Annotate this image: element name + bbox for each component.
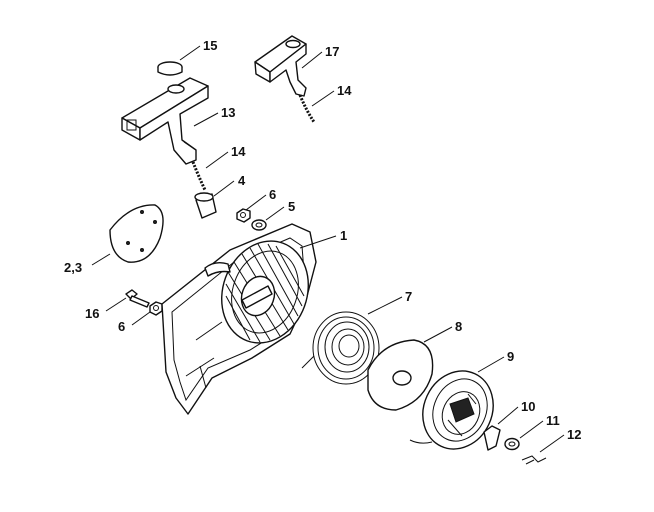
callout-9: 9 bbox=[507, 349, 514, 364]
part-7-rewind-spring bbox=[301, 311, 380, 385]
part-1-fan-housing bbox=[161, 223, 317, 415]
callout-6-upper: 6 bbox=[269, 187, 276, 202]
part-5-washer bbox=[251, 219, 267, 231]
callout-4: 4 bbox=[238, 173, 246, 188]
leader-lines bbox=[91, 45, 565, 453]
callout-12: 12 bbox=[567, 427, 581, 442]
part-13-starter-grip bbox=[121, 77, 209, 165]
callout-15: 15 bbox=[203, 38, 217, 53]
part-17-elastostart-grip bbox=[254, 35, 307, 97]
part-6-nut-lower bbox=[149, 301, 163, 316]
starter-rope-upper bbox=[298, 94, 316, 123]
part-2-3-cover-disc bbox=[109, 204, 164, 263]
starter-rope-lower bbox=[191, 161, 207, 191]
callout-6-lower: 6 bbox=[118, 319, 125, 334]
part-10-pawl bbox=[483, 425, 501, 451]
callout-13: 13 bbox=[221, 105, 235, 120]
part-16-screw bbox=[125, 289, 150, 308]
callout-7: 7 bbox=[405, 289, 412, 304]
part-9-rope-rotor bbox=[409, 370, 494, 450]
part-4-rope-guide bbox=[194, 192, 217, 219]
callout-17: 17 bbox=[325, 44, 339, 59]
part-11-washer bbox=[504, 437, 520, 451]
callout-14-lower: 14 bbox=[231, 144, 246, 159]
callout-16: 16 bbox=[85, 306, 99, 321]
callout-5: 5 bbox=[288, 199, 295, 214]
callout-1: 1 bbox=[340, 228, 347, 243]
part-6-nut-upper bbox=[236, 208, 251, 223]
part-8-spring-housing-disc bbox=[367, 339, 434, 411]
callout-2-3: 2,3 bbox=[64, 260, 82, 275]
callout-11: 11 bbox=[546, 413, 560, 428]
callout-10: 10 bbox=[521, 399, 535, 414]
part-12-spring-clip bbox=[521, 455, 547, 465]
part-15-cap bbox=[157, 61, 183, 76]
callout-14-upper: 14 bbox=[337, 83, 352, 98]
callout-8: 8 bbox=[455, 319, 462, 334]
